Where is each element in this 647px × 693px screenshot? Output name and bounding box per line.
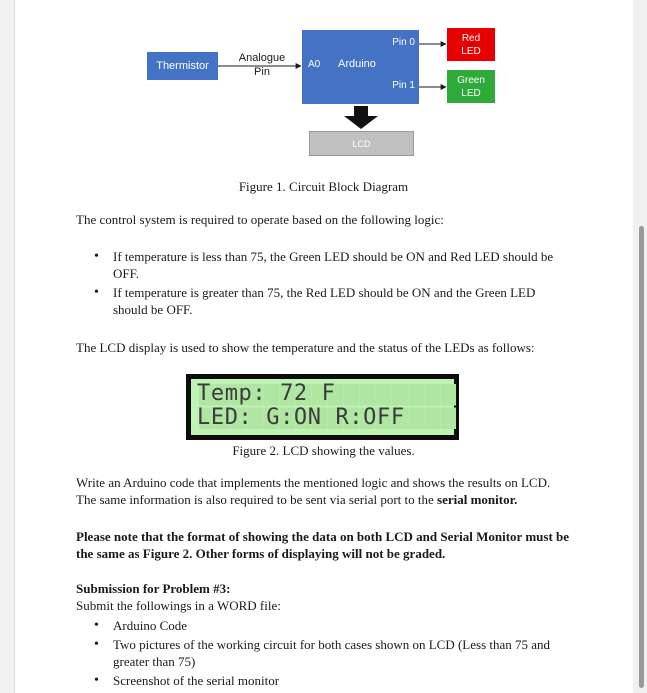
lcd-block-label: LCD	[352, 138, 371, 149]
lcd-intro: The LCD display is used to show the temp…	[76, 340, 535, 355]
circuit-block-diagram: Thermistor Analogue Pin A0 Arduino Pin 0…	[0, 0, 647, 170]
lcd-cell	[295, 384, 312, 406]
lcd-cell	[215, 407, 231, 429]
lcd-cell	[263, 407, 279, 429]
lcd-cell	[263, 384, 279, 406]
lcd-cell	[231, 407, 247, 429]
analogue-pin-label: Analogue Pin	[232, 51, 292, 79]
lcd-cell	[424, 384, 440, 406]
red-led-label-line1: Red	[461, 32, 481, 44]
lcd-cell	[343, 407, 360, 429]
lcd-character-grid	[199, 384, 456, 429]
lcd-cell	[231, 384, 247, 406]
arduino-to-lcd-arrow	[344, 106, 378, 129]
pin0-label: Pin 0	[392, 37, 415, 48]
lcd-screen: Temp: 72 F LED: G:ON R:OFF	[191, 379, 456, 435]
lcd-cell	[279, 407, 296, 429]
lcd-cell	[360, 384, 376, 406]
red-led-label-line2: LED	[461, 45, 481, 57]
submission-item: Arduino Code	[94, 617, 572, 634]
format-note: Please note that the format of showing t…	[76, 529, 570, 561]
lcd-cell	[199, 384, 215, 406]
arduino-block: A0 Arduino Pin 0 Pin 1	[302, 30, 419, 104]
green-led-label-line1: Green	[457, 74, 485, 86]
lcd-cell	[247, 407, 263, 429]
logic-intro: The control system is required to operat…	[76, 212, 444, 227]
logic-bullet-list: If temperature is less than 75, the Gree…	[94, 248, 572, 320]
pin1-label: Pin 1	[392, 80, 415, 91]
diagram-connectors	[218, 41, 447, 129]
lcd-cell	[247, 384, 263, 406]
lcd-cell	[408, 407, 424, 429]
lcd-line-1: Temp: 72 F	[197, 381, 336, 406]
submission-list: Arduino Code Two pictures of the working…	[94, 617, 572, 691]
logic-bullet-item: If temperature is greater than 75, the R…	[94, 284, 572, 318]
lcd-display: Temp: 72 F LED: G:ON R:OFF	[186, 374, 459, 440]
lcd-cell	[327, 407, 344, 429]
logic-bullet-item: If temperature is less than 75, the Gree…	[94, 248, 572, 282]
lcd-cell	[295, 407, 312, 429]
submission-intro: Submit the followings in a WORD file:	[76, 598, 281, 613]
lcd-cell	[424, 407, 440, 429]
lcd-cell	[376, 384, 392, 406]
lcd-line-2: LED: G:ON R:OFF	[197, 405, 405, 430]
lcd-cell	[327, 384, 344, 406]
lcd-cell	[440, 384, 456, 406]
thermistor-label: Thermistor	[156, 60, 209, 72]
a0-pin-label: A0	[308, 59, 321, 70]
submission-heading: Submission for Problem #3:	[76, 581, 231, 596]
green-led-label-line2: LED	[461, 87, 481, 99]
lcd-cell	[311, 384, 328, 406]
task-paragraph: Write an Arduino code that implements th…	[76, 474, 572, 508]
submission-item: Screenshot of the serial monitor	[94, 672, 572, 689]
lcd-cell	[360, 407, 376, 429]
green-led-block: Green LED	[447, 70, 495, 103]
task-text: Write an Arduino code that implements th…	[76, 475, 551, 507]
red-led-block: Red LED	[447, 28, 495, 61]
figure2-caption: Figure 2. LCD showing the values.	[232, 443, 415, 458]
lcd-cell	[199, 407, 215, 429]
analogue-label-line1: Analogue	[238, 52, 286, 64]
page-margin	[0, 0, 15, 693]
lcd-cell	[392, 384, 408, 406]
lcd-cell	[440, 407, 456, 429]
lcd-cell	[343, 384, 360, 406]
arduino-label: Arduino	[338, 58, 376, 70]
analogue-label-line2: Pin	[254, 66, 270, 78]
thermistor-block: Thermistor	[147, 52, 218, 80]
lcd-cell	[408, 384, 424, 406]
vertical-scrollbar[interactable]	[633, 0, 647, 693]
figure1-caption: Figure 1. Circuit Block Diagram	[238, 179, 409, 194]
lcd-cell	[376, 407, 392, 429]
lcd-cell	[311, 407, 328, 429]
task-bold-tail: serial monitor.	[437, 492, 518, 507]
lcd-cell	[392, 407, 408, 429]
lcd-block: LCD	[309, 131, 414, 156]
lcd-cell	[215, 384, 231, 406]
submission-item: Two pictures of the working circuit for …	[94, 636, 572, 670]
scrollbar-thumb[interactable]	[639, 226, 644, 688]
lcd-cell	[279, 384, 296, 406]
